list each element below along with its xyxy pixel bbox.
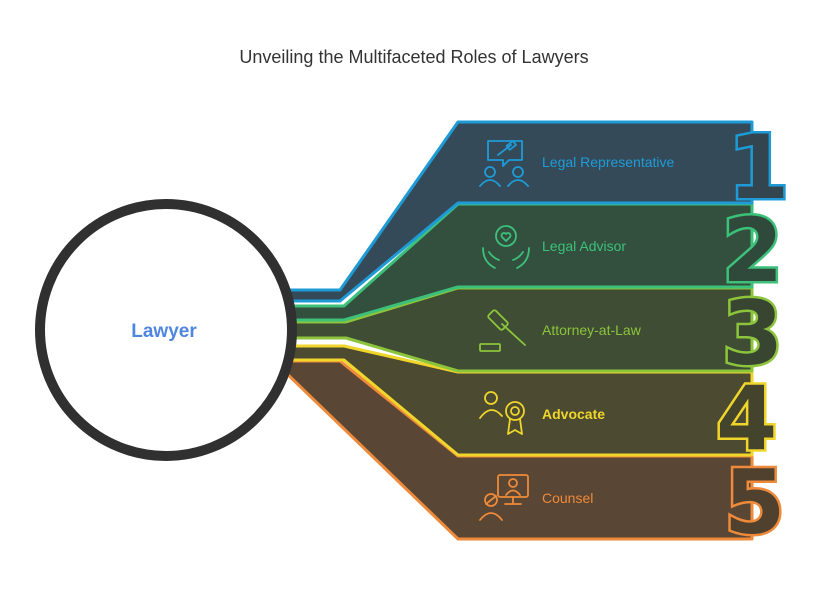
band-5-number: 5 [724,451,785,554]
band-5-shape [280,359,754,541]
person-award-icon [479,391,525,435]
band-5-label: Counsel [542,490,593,506]
band-2-label: Legal Advisor [542,238,626,254]
band-1-number: 1 [728,116,789,219]
band-2-number: 2 [722,199,783,302]
band-3-number: 3 [722,282,783,385]
diagram-title: Unveiling the Multifaceted Roles of Lawy… [239,47,589,67]
band-2: 2 Legal Advisor [284,197,786,322]
hands-heart-icon [482,225,530,269]
band-1-label: Legal Representative [542,154,675,170]
band-3: 3 Attorney-at-Law [285,280,786,388]
band-3-label: Attorney-at-Law [542,322,642,338]
band-1-shape [280,120,754,303]
people-discussion-gavel-icon [479,140,529,187]
band-5: 5 Counsel [280,359,788,557]
band-3-shape [285,286,754,373]
center-circle [35,199,297,461]
band-4: 4 Advocate [283,344,780,473]
person-monitor-icon [479,474,529,521]
band-4-number: 4 [716,367,777,470]
band-1: 1 Legal Representative [280,114,792,303]
band-2-shape [284,202,754,322]
center-label: Lawyer [131,321,197,342]
center-node: Lawyer [35,199,297,461]
band-4-shape [283,344,754,457]
gavel-icon [479,309,526,352]
band-4-label: Advocate [542,406,605,422]
